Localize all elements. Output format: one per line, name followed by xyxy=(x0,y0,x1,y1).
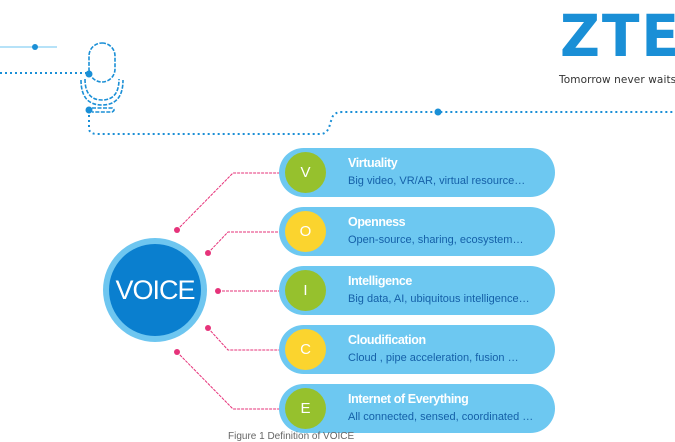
path-dot xyxy=(434,108,442,116)
microphone-icon xyxy=(80,42,124,113)
pill-intelligence: I Intelligence Big data, AI, ubiquitous … xyxy=(279,266,555,315)
pill-cloudification: C Cloudification Cloud , pipe accelerati… xyxy=(279,325,555,374)
pill-title: Internet of Everything xyxy=(348,392,469,406)
connector-e xyxy=(176,351,280,410)
badge-letter: E xyxy=(300,400,311,417)
connector-o xyxy=(207,231,280,254)
pill-desc: Open-source, sharing, ecosystem… xyxy=(348,234,524,246)
pill-openness: O Openness Open-source, sharing, ecosyst… xyxy=(279,207,555,256)
badge-v: V xyxy=(285,152,326,193)
connector-dot xyxy=(205,325,211,331)
connector-dot xyxy=(215,288,221,294)
connector-dot xyxy=(174,349,180,355)
logo-brand: ZTE xyxy=(560,2,675,70)
badge-o: O xyxy=(285,211,326,252)
badge-letter: O xyxy=(299,223,312,240)
badge-e: E xyxy=(285,388,326,429)
pill-virtuality: V Virtuality Big video, VR/AR, virtual r… xyxy=(279,148,555,197)
pill-title: Cloudification xyxy=(348,333,426,347)
connector-dot xyxy=(174,227,180,233)
voice-label: VOICE xyxy=(115,274,195,305)
voice-inner-circle: VOICE xyxy=(109,244,201,336)
badge-i: I xyxy=(285,270,326,311)
badge-letter: C xyxy=(300,341,311,358)
pill-desc: Cloud , pipe acceleration, fusion … xyxy=(348,352,519,364)
connector-c xyxy=(207,327,280,351)
pill-desc: Big video, VR/AR, virtual resource… xyxy=(348,175,526,187)
pill-title: Virtuality xyxy=(348,156,398,170)
logo-tagline: Tomorrow never waits xyxy=(559,74,675,86)
connector-v xyxy=(176,172,280,231)
figure-caption: Figure 1 Definition of VOICE xyxy=(228,431,355,442)
zte-logo: ZTE Tomorrow never waits xyxy=(559,2,675,86)
accent-dot xyxy=(32,44,38,50)
pill-desc: All connected, sensed, coordinated … xyxy=(348,411,534,423)
voice-center-circle: VOICE xyxy=(103,238,207,342)
connector-dot xyxy=(205,250,211,256)
mic-junction-dot xyxy=(85,70,93,78)
pill-internet-of-everything: E Internet of Everything All connected, … xyxy=(279,384,555,433)
badge-letter: V xyxy=(300,164,311,181)
badge-letter: I xyxy=(303,282,308,299)
pill-title: Openness xyxy=(348,215,406,229)
pill-title: Intelligence xyxy=(348,274,412,288)
dotted-line-out xyxy=(88,110,675,135)
badge-c: C xyxy=(285,329,326,370)
pill-desc: Big data, AI, ubiquitous intelligence… xyxy=(348,293,530,305)
